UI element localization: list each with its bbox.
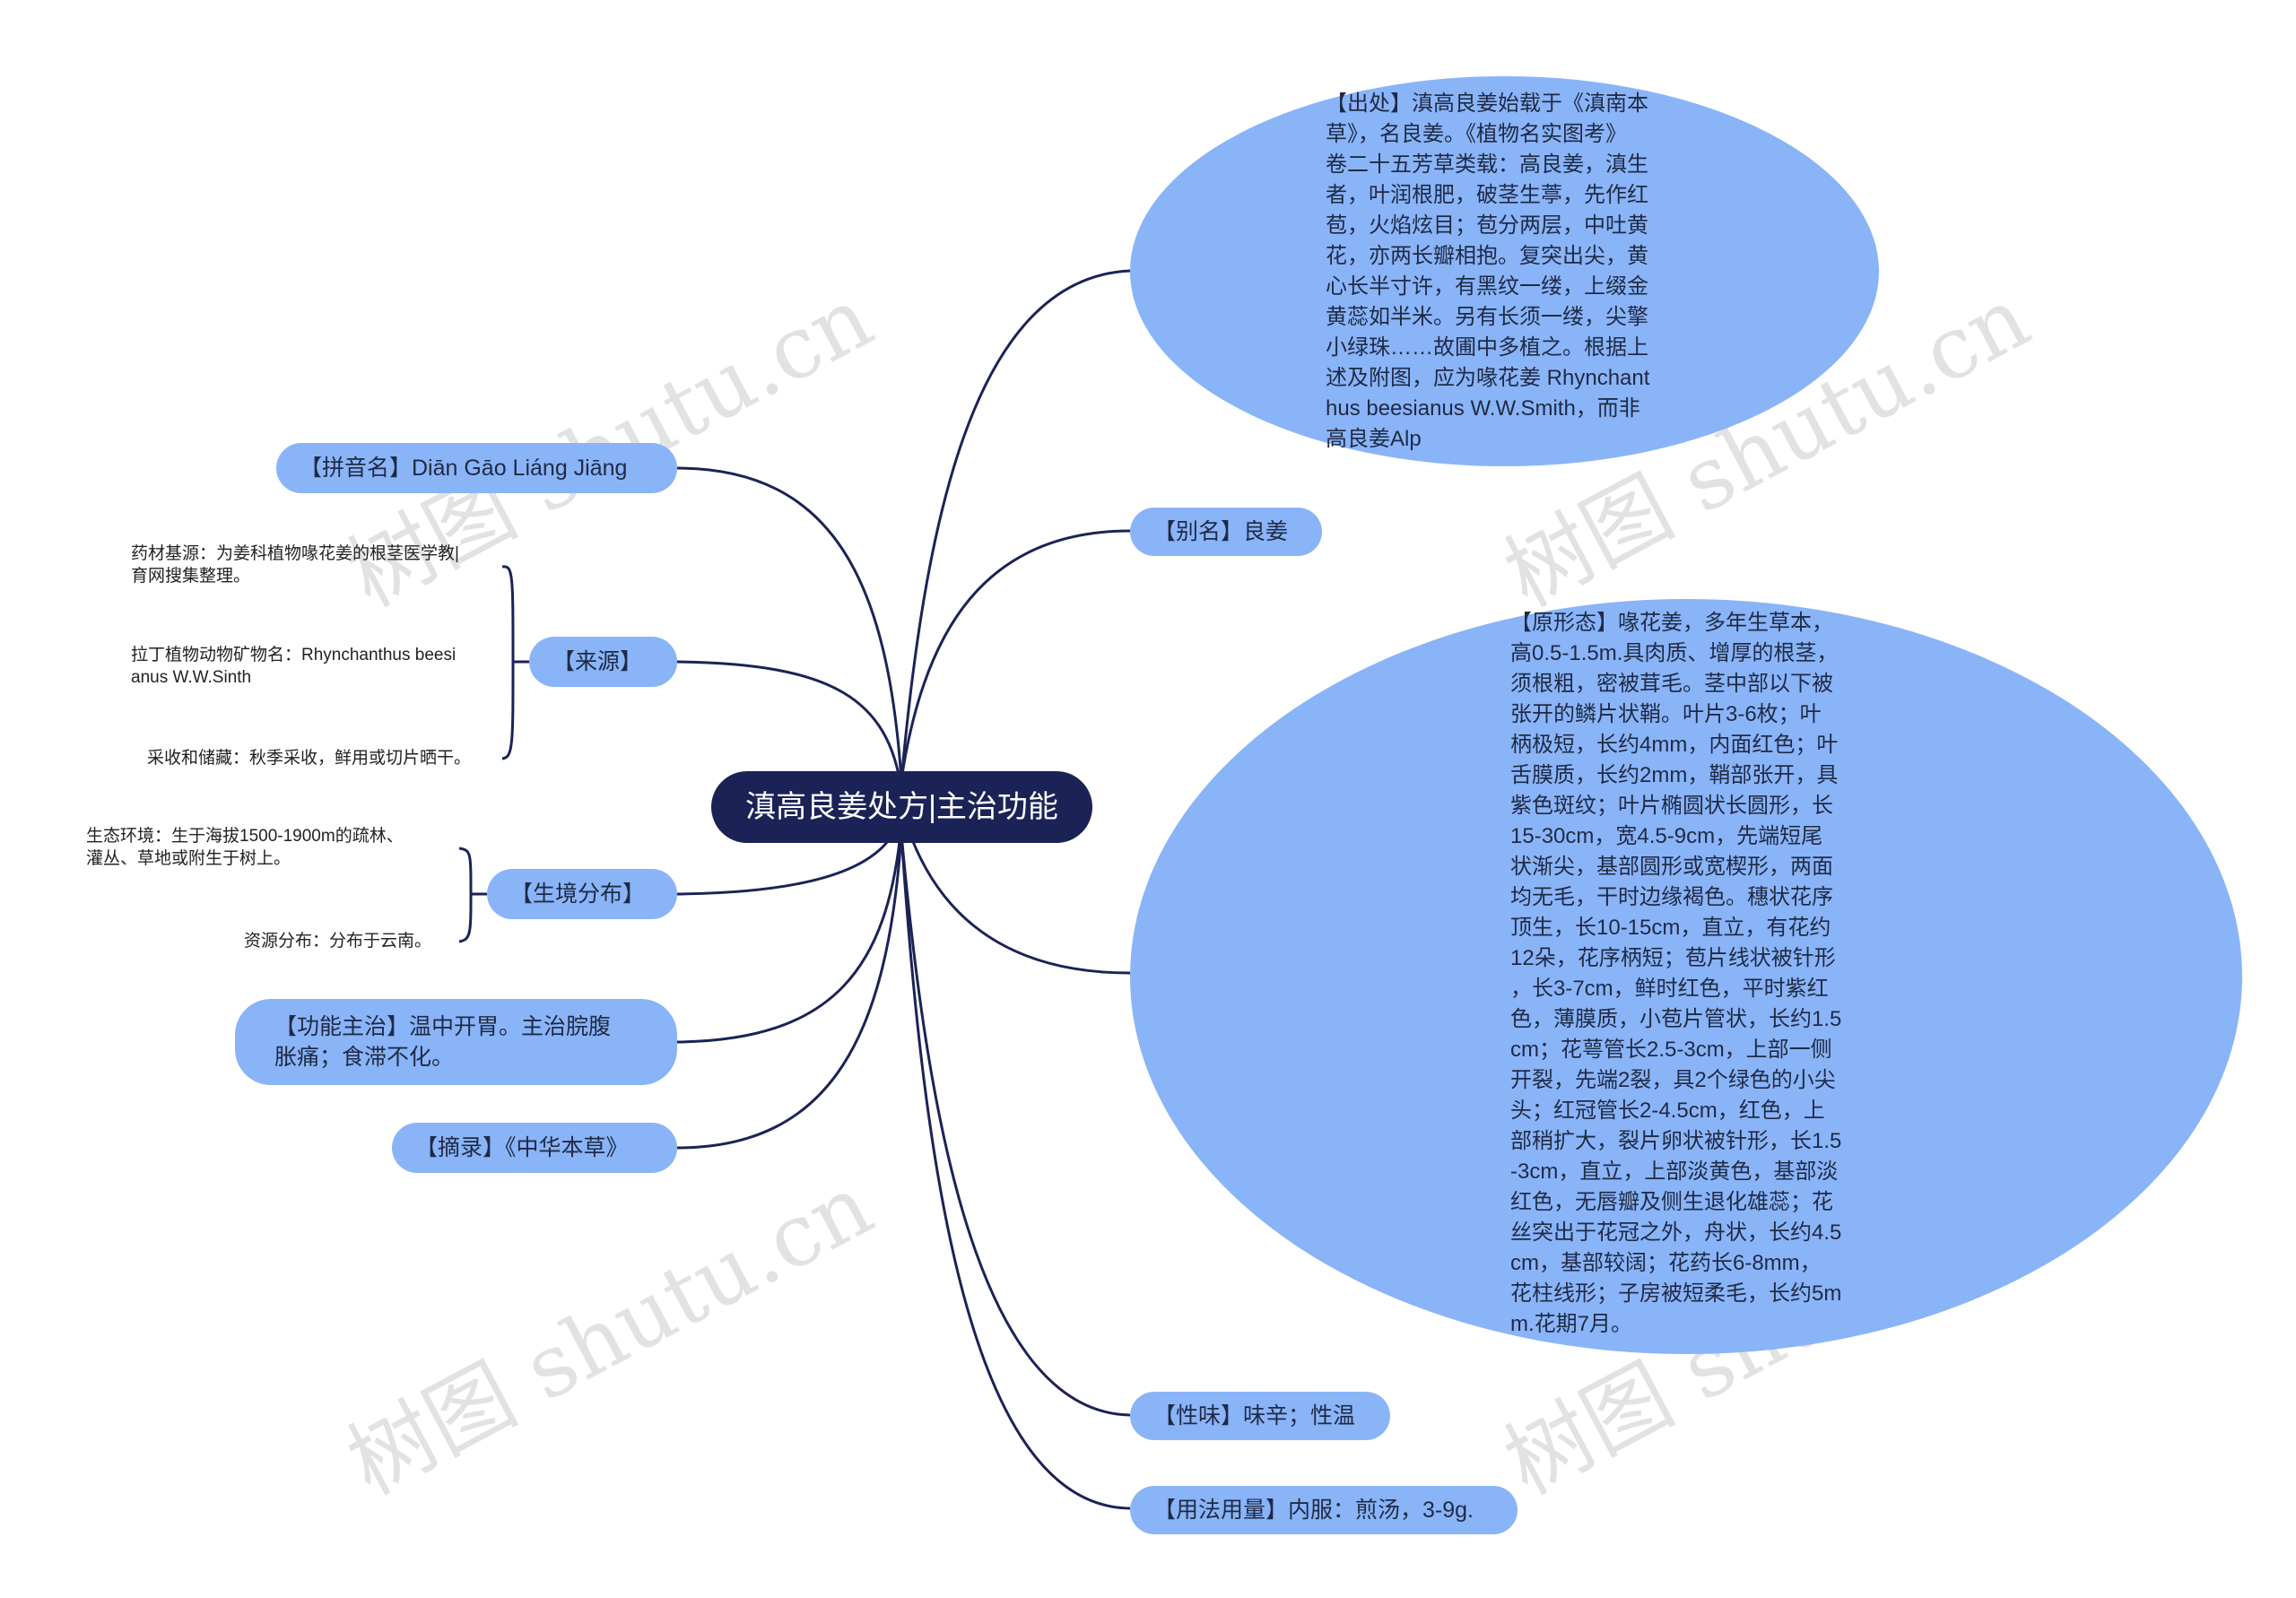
link-origin	[676, 660, 903, 790]
link-source	[900, 269, 1131, 781]
node-excerpt[interactable]: 【摘录】《中华本草》	[392, 1123, 677, 1173]
leaf-origin-2: 拉丁植物动物矿物名：Rhynchanthus beesi anus W.W.Si…	[131, 646, 457, 687]
node-pinyin-text: 【拼音名】Diān Gāo Liáng Jiāng	[300, 456, 628, 481]
node-origin-text: 【来源】	[552, 649, 643, 674]
leaf-origin-3: 采收和储藏：秋季采收，鲜用或切片晒干。	[147, 749, 472, 768]
node-source-text: 【出处】滇高良姜始载于《滇南本 草》，名良姜。《植物名实图考》 卷二十五芳草类载…	[1326, 91, 1650, 451]
node-habitat[interactable]: 【生境分布】	[487, 869, 677, 919]
node-function[interactable]: 【功能主治】温中开胃。主治脘腹 胀痛；食滞不化。	[235, 999, 677, 1085]
node-taste-text: 【性味】味辛；性温	[1153, 1403, 1356, 1429]
leaf-origin-1: 药材基源：为姜科植物喙花姜的根茎医学教| 育网搜集整理。	[131, 544, 459, 586]
node-source[interactable]: 【出处】滇高良姜始载于《滇南本 草》，名良姜。《植物名实图考》 卷二十五芳草类载…	[1130, 76, 1879, 466]
brace-origin	[501, 565, 529, 760]
node-taste[interactable]: 【性味】味辛；性温	[1130, 1392, 1390, 1440]
link-excerpt	[676, 833, 903, 1150]
node-habitat-text: 【生境分布】	[510, 882, 646, 907]
leaf-habitat-1: 生态环境：生于海拔1500-1900m的疏林、 灌丛、草地或附生于树上。	[86, 827, 404, 868]
node-pinyin[interactable]: 【拼音名】Diān Gāo Liáng Jiāng	[276, 443, 677, 493]
node-origin[interactable]: 【来源】	[529, 637, 677, 687]
link-usage	[900, 833, 1131, 1510]
node-usage[interactable]: 【用法用量】内服：煎汤，3-9g.	[1130, 1486, 1518, 1534]
node-function-text: 【功能主治】温中开胃。主治脘腹 胀痛；食滞不化。	[274, 1014, 612, 1070]
link-pinyin	[676, 466, 903, 781]
node-alias[interactable]: 【别名】良姜	[1130, 508, 1322, 556]
brace-habitat	[458, 847, 487, 943]
link-morphology	[900, 806, 1131, 975]
node-excerpt-text: 【摘录】《中华本草》	[415, 1135, 629, 1160]
center-topic[interactable]: 滇高良姜处方|主治功能	[711, 771, 1092, 843]
node-morphology[interactable]: 【原形态】喙花姜，多年生草本， 高0.5-1.5m.具肉质、增厚的根茎， 须根粗…	[1130, 599, 2242, 1354]
node-alias-text: 【别名】良姜	[1153, 519, 1289, 544]
leaf-habitat-2: 资源分布：分布于云南。	[244, 932, 432, 951]
link-alias	[900, 529, 1131, 781]
center-topic-label: 滇高良姜处方|主治功能	[745, 790, 1058, 824]
node-usage-text: 【用法用量】内服：煎汤，3-9g.	[1153, 1498, 1474, 1523]
link-function	[676, 824, 903, 1044]
link-taste	[900, 833, 1131, 1417]
node-morphology-text: 【原形态】喙花姜，多年生草本， 高0.5-1.5m.具肉质、增厚的根茎， 须根粗…	[1510, 611, 1842, 1336]
